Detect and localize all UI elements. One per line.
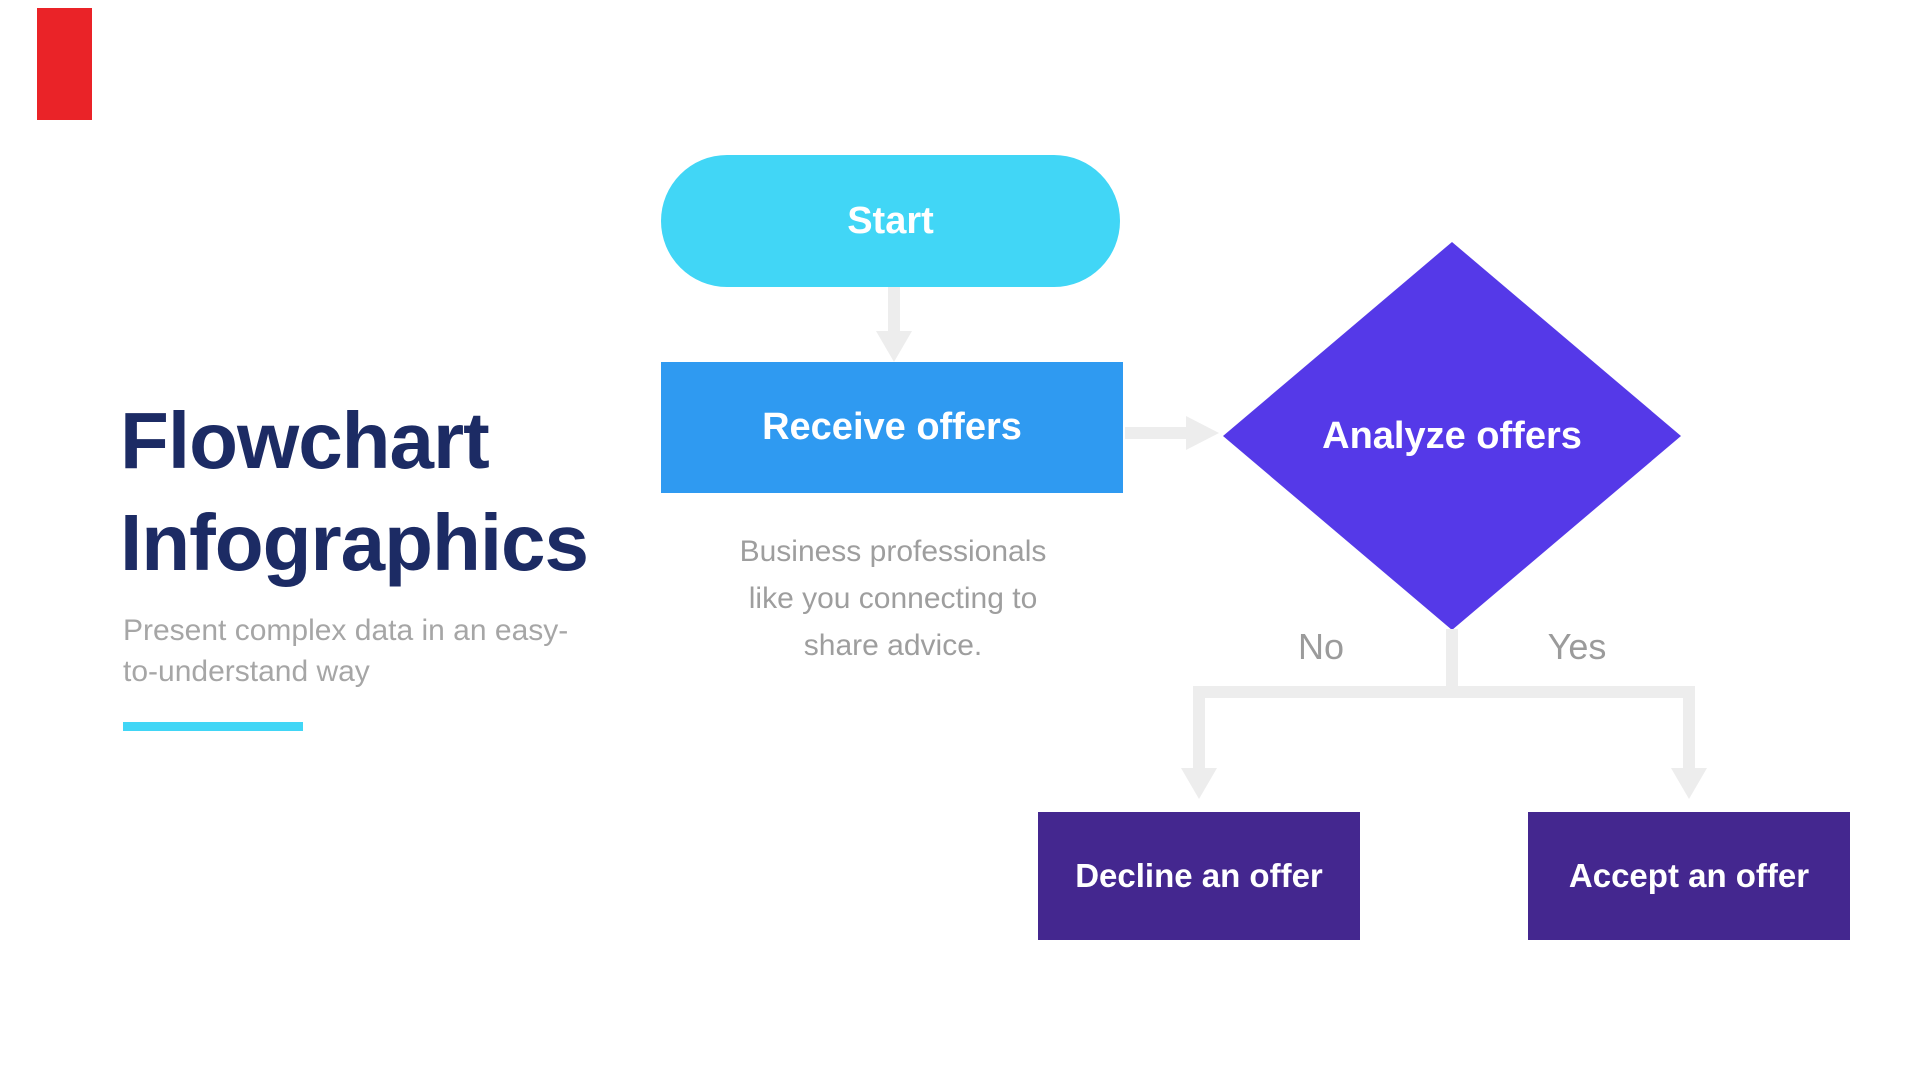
page-title: Flowchart Infographics	[120, 390, 680, 594]
page-subtitle: Present complex data in an easy-to-under…	[123, 614, 569, 688]
flow-node-accept-offer: Accept an offer	[1528, 812, 1850, 940]
arrow-down-right-icon	[1671, 768, 1707, 799]
arrow-right-icon	[1186, 416, 1219, 450]
flow-node-start-label: Start	[847, 199, 934, 242]
flow-node-receive-offers: Receive offers	[661, 362, 1123, 493]
flow-node-analyze-offers-label: Analyze offers	[1322, 414, 1582, 457]
title-underline	[123, 722, 303, 731]
connector-analyze-branch	[1446, 629, 1458, 688]
flow-node-analyze-offers: Analyze offers	[1223, 242, 1681, 630]
connector-receive-analyze	[1125, 427, 1186, 439]
flow-node-decline-offer-label: Decline an offer	[1075, 857, 1323, 894]
branch-label-yes: Yes	[1547, 626, 1607, 667]
flow-node-receive-offers-label: Receive offers	[762, 406, 1022, 448]
receive-offers-caption: Business professionals like you connecti…	[739, 535, 1047, 662]
connector-branch-accept	[1683, 698, 1695, 768]
flow-node-start: Start	[661, 155, 1120, 287]
arrow-down-icon	[876, 331, 912, 362]
page-title-line2: Infographics	[120, 498, 589, 587]
arrow-down-left-icon	[1181, 768, 1217, 799]
branch-label-no: No	[1297, 626, 1345, 667]
red-accent-bar	[37, 8, 92, 120]
connector-branch-decline	[1193, 698, 1205, 768]
page-title-line1: Flowchart	[120, 396, 490, 485]
connector-start-receive	[888, 287, 900, 331]
flow-node-accept-offer-label: Accept an offer	[1568, 857, 1810, 894]
branch-rail	[1193, 686, 1695, 698]
flow-node-decline-offer: Decline an offer	[1038, 812, 1360, 940]
